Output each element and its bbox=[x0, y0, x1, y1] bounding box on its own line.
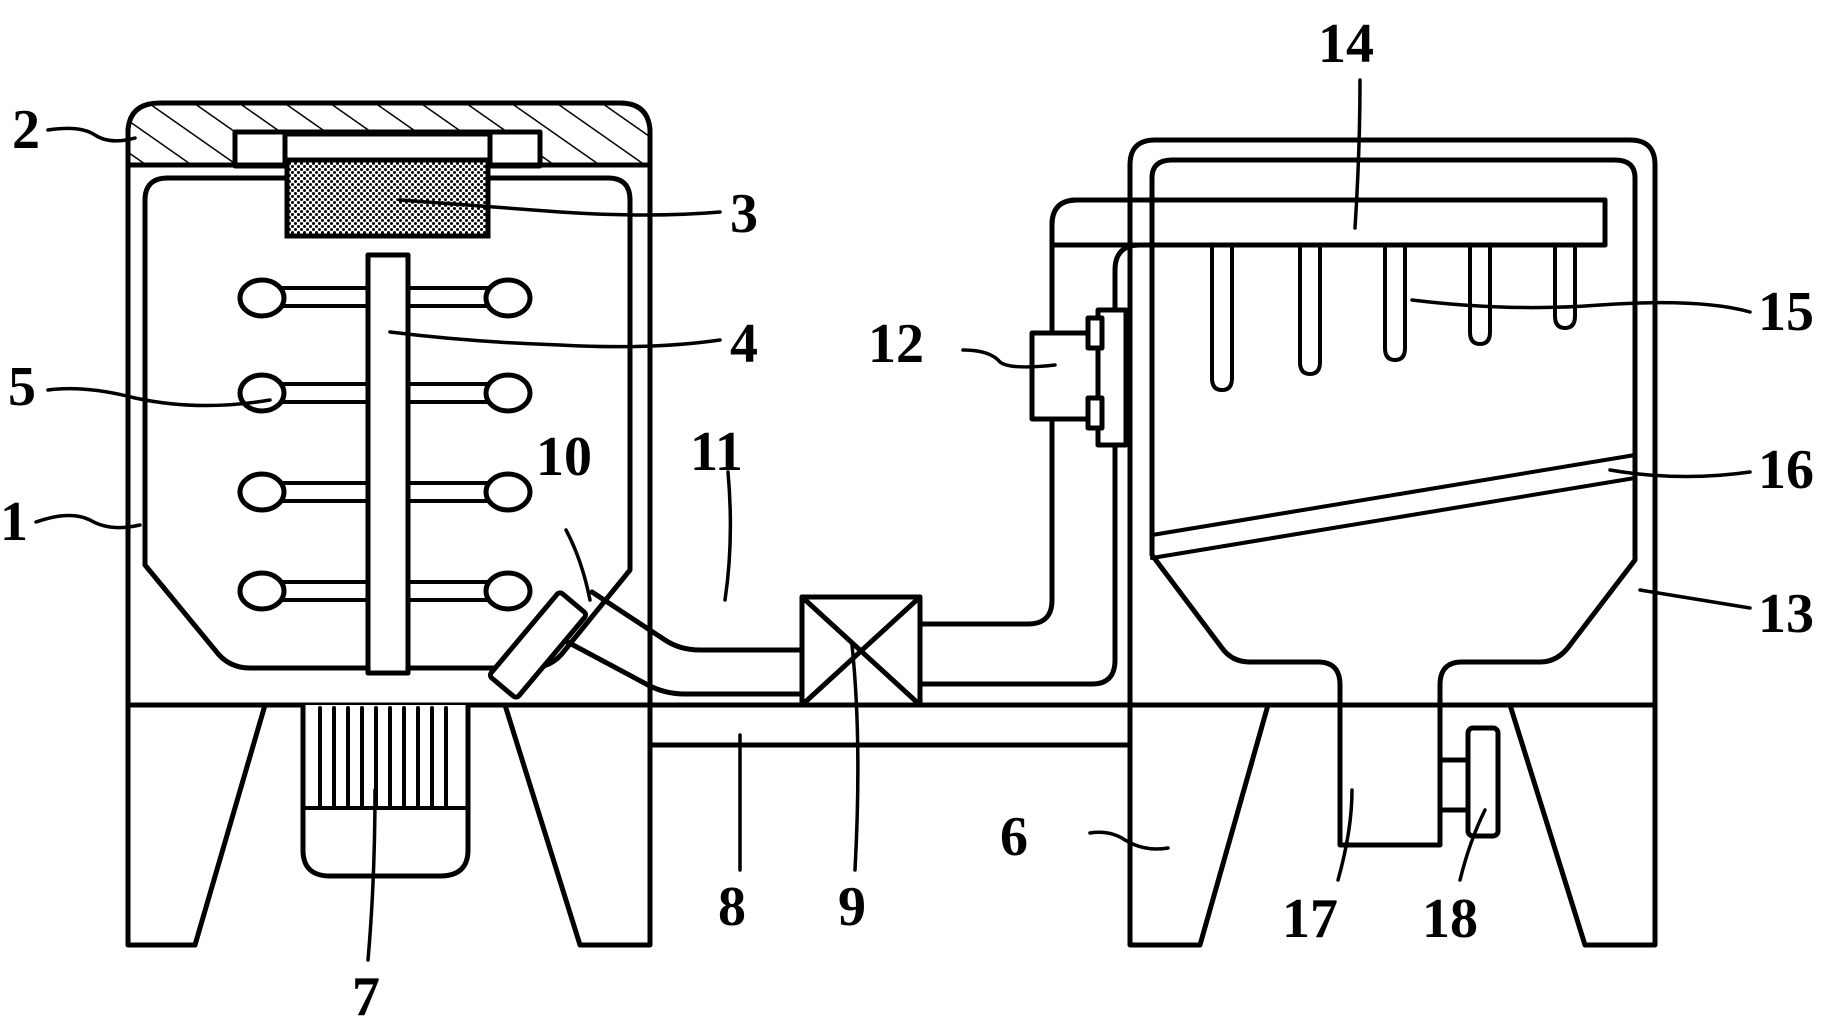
stirring-blades bbox=[237, 252, 533, 676]
label-2: 2 bbox=[12, 99, 40, 161]
label-11: 11 bbox=[690, 421, 743, 483]
drive-motor bbox=[300, 705, 471, 879]
label-7: 7 bbox=[352, 966, 380, 1027]
washing-tank-hopper bbox=[1149, 242, 1343, 708]
connecting-frame bbox=[647, 702, 1133, 748]
label-8: 8 bbox=[718, 876, 746, 938]
label-1: 1 bbox=[0, 491, 28, 553]
washing-tank-outer bbox=[1127, 137, 1658, 708]
leader-lines bbox=[34, 78, 1752, 962]
label-3: 3 bbox=[730, 183, 758, 245]
outlet-valve bbox=[487, 590, 589, 700]
washing-tank bbox=[1049, 137, 1658, 948]
label-14: 14 bbox=[1318, 13, 1374, 75]
spray-nozzles bbox=[1210, 246, 1577, 392]
label-13: 13 bbox=[1758, 583, 1814, 645]
part-labels: 1 2 3 4 5 6 7 8 9 10 11 12 13 14 15 16 1… bbox=[0, 13, 1814, 1027]
washing-tank-inner-frame bbox=[1149, 157, 1638, 253]
tank-right-leg bbox=[502, 702, 653, 948]
label-9: 9 bbox=[838, 876, 866, 938]
label-12: 12 bbox=[868, 313, 924, 375]
support-beam bbox=[647, 702, 1133, 748]
label-17: 17 bbox=[1282, 888, 1338, 950]
label-10: 10 bbox=[536, 426, 592, 488]
discharge-chute bbox=[1337, 702, 1443, 848]
label-18: 18 bbox=[1422, 888, 1478, 950]
label-4: 4 bbox=[730, 313, 758, 375]
label-15: 15 bbox=[1758, 281, 1814, 343]
filter-mesh bbox=[284, 157, 491, 239]
discharge-valve bbox=[1437, 725, 1501, 839]
spray-header bbox=[1049, 197, 1608, 248]
pump bbox=[799, 594, 923, 708]
label-16: 16 bbox=[1758, 439, 1814, 501]
tank-left-leg bbox=[125, 702, 268, 948]
washing-tank-right-leg bbox=[1507, 702, 1658, 948]
mixing-tank bbox=[125, 100, 653, 948]
washing-tank-left-leg bbox=[1127, 702, 1271, 948]
label-5: 5 bbox=[8, 356, 36, 418]
flow-sensor bbox=[1029, 307, 1129, 448]
transfer-pipe bbox=[487, 197, 1608, 708]
label-6: 6 bbox=[1000, 806, 1028, 868]
filter-screen bbox=[1150, 453, 1637, 537]
